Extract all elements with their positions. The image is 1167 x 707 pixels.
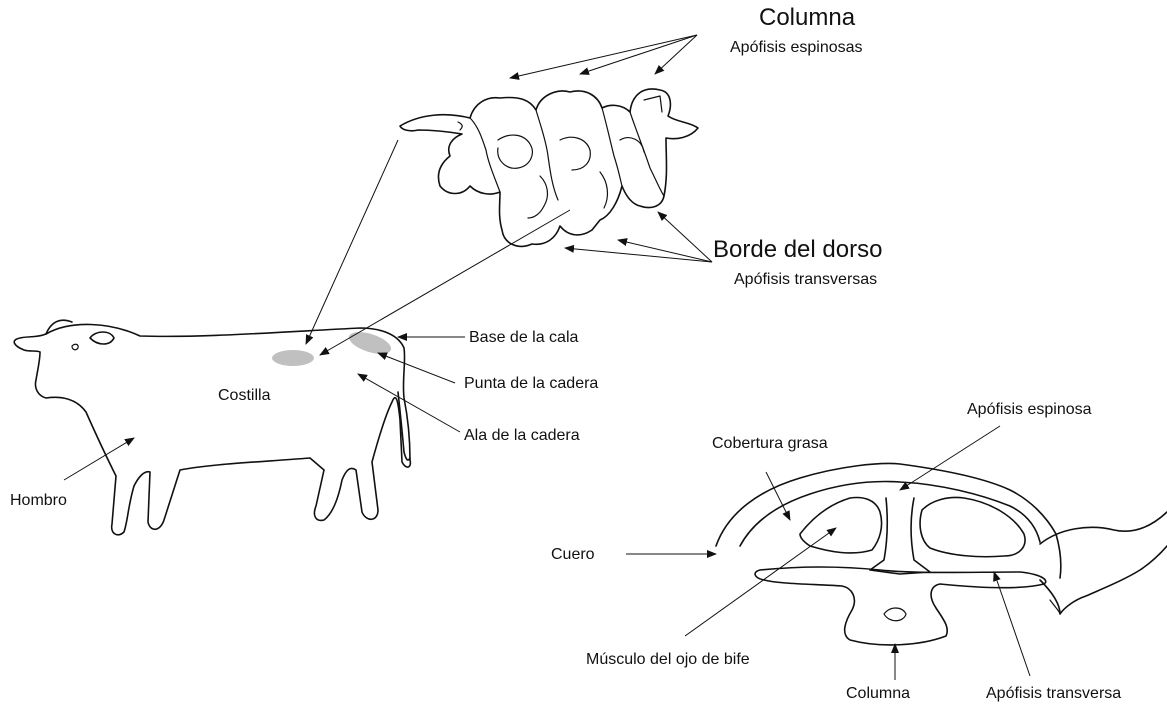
label-cobertura-grasa: Cobertura grasa [712,435,828,452]
label-punta-de-la-cadera: Punta de la cadera [464,375,599,392]
label-musculo-ojo-de-bife: Músculo del ojo de bife [586,651,750,668]
label-columna-top: Columna [759,4,856,31]
label-apofisis-espinosas: Apófisis espinosas [730,39,863,56]
label-base-de-la-cala: Base de la cala [469,329,579,346]
label-columna-bottom: Columna [846,685,911,702]
label-ala-de-la-cadera: Ala de la cadera [464,427,580,444]
vertebrae-illustration [399,88,699,248]
costilla-highlight [272,350,314,366]
label-apofisis-transversa: Apófisis transversa [986,685,1122,702]
label-apofisis-transversas: Apófisis transversas [734,271,878,288]
label-hombro: Hombro [10,492,67,509]
label-apofisis-espinosa: Apófisis espinosa [967,401,1092,418]
label-cuero: Cuero [551,546,595,563]
label-borde-del-dorso: Borde del dorso [713,236,883,263]
hip-highlight [348,332,392,354]
cross-section-illustration [715,462,1167,646]
cow-illustration [13,319,412,536]
arrows [63,34,1031,680]
label-costilla: Costilla [218,387,271,404]
